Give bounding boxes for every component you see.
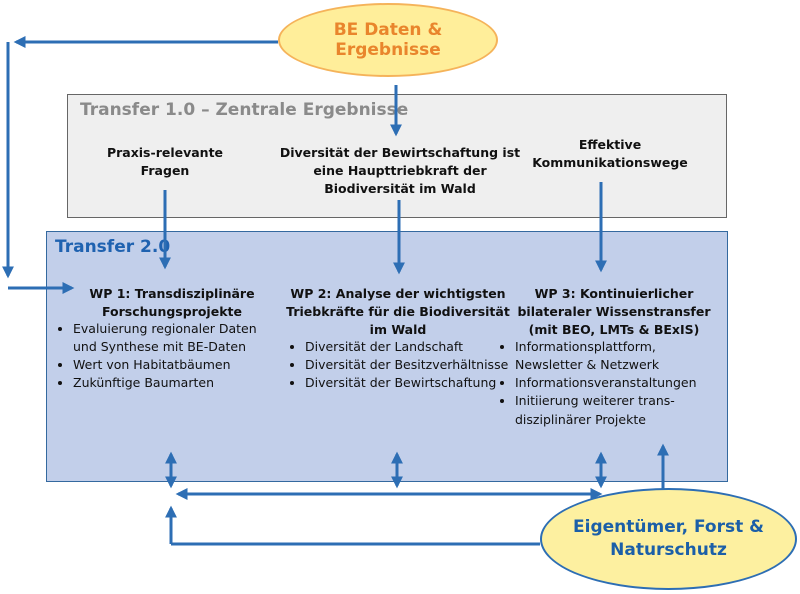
text-line: (mit BEO, LMTs & BExIS) [528, 322, 700, 338]
list-item: Informationsplattform,Newsletter & Netzw… [515, 338, 745, 374]
text-line: WP 3: Kontinuierlicher [534, 286, 694, 301]
list-item: Zukünftige Baumarten [73, 374, 303, 392]
wp2-bullet-list: Diversität der Landschaft Diversität der… [287, 338, 535, 392]
text-line: im Wald [369, 322, 427, 338]
be-daten-ellipse: BE Daten & Ergebnisse [278, 3, 498, 77]
transfer-2-title: Transfer 2.0 [55, 237, 171, 257]
list-item: Informationsveranstaltungen [515, 374, 745, 392]
transfer-1-title: Transfer 1.0 – Zentrale Ergebnisse [80, 100, 409, 120]
transfer-1-col-kommunikation: Effektive Kommunikationswege [520, 136, 700, 172]
text-line: eine Haupttriebkraft der [313, 163, 487, 179]
text-line: WP 1: Transdisziplinäre [89, 286, 255, 301]
wp3-bullet-list: Informationsplattform,Newsletter & Netzw… [497, 338, 745, 429]
transfer-1-col-praxis: Praxis-relevante Fragen [100, 144, 230, 180]
ellipse-label: BE Daten & Ergebnisse [333, 20, 443, 60]
list-item: Initiierung weiterer trans-disziplinärer… [515, 392, 745, 428]
text-line: Biodiversität im Wald [324, 181, 476, 197]
text-line: Diversität der Bewirtschaftung ist [279, 145, 521, 160]
eigentuemer-ellipse: Eigentümer, Forst & Naturschutz [540, 488, 797, 590]
text-line: Kommunikationswege [532, 155, 688, 171]
list-item: Diversität der Landschaft [305, 338, 535, 356]
ellipse-label-line: Eigentümer, Forst & [573, 517, 764, 538]
wp2-title: WP 2: Analyse der wichtigsten Triebkräft… [282, 285, 514, 339]
transfer-2-box [46, 231, 728, 482]
list-item: Wert von Habitatbäumen [73, 356, 303, 374]
text-line: bilateraler Wissenstransfer [517, 304, 711, 320]
text-line: Fragen [140, 163, 190, 179]
text-line: Triebkräfte für die Biodiversität [286, 304, 510, 320]
text-line: Forschungsprojekte [102, 304, 242, 320]
wp3-title: WP 3: Kontinuierlicher bilateraler Wisse… [508, 285, 720, 339]
text-line: Effektive [578, 137, 642, 152]
list-item: Diversität der Bewirtschaftung [305, 374, 535, 392]
wp1-title: WP 1: Transdisziplinäre Forschungsprojek… [72, 285, 272, 321]
text-line: Praxis-relevante [106, 145, 224, 160]
transfer-1-col-diversitaet: Diversität der Bewirtschaftung ist eine … [265, 144, 535, 198]
ellipse-label-line: Naturschutz [610, 540, 727, 560]
list-item: Diversität der Besitzverhältnisse [305, 356, 535, 374]
text-line: WP 2: Analyse der wichtigsten [290, 286, 506, 301]
